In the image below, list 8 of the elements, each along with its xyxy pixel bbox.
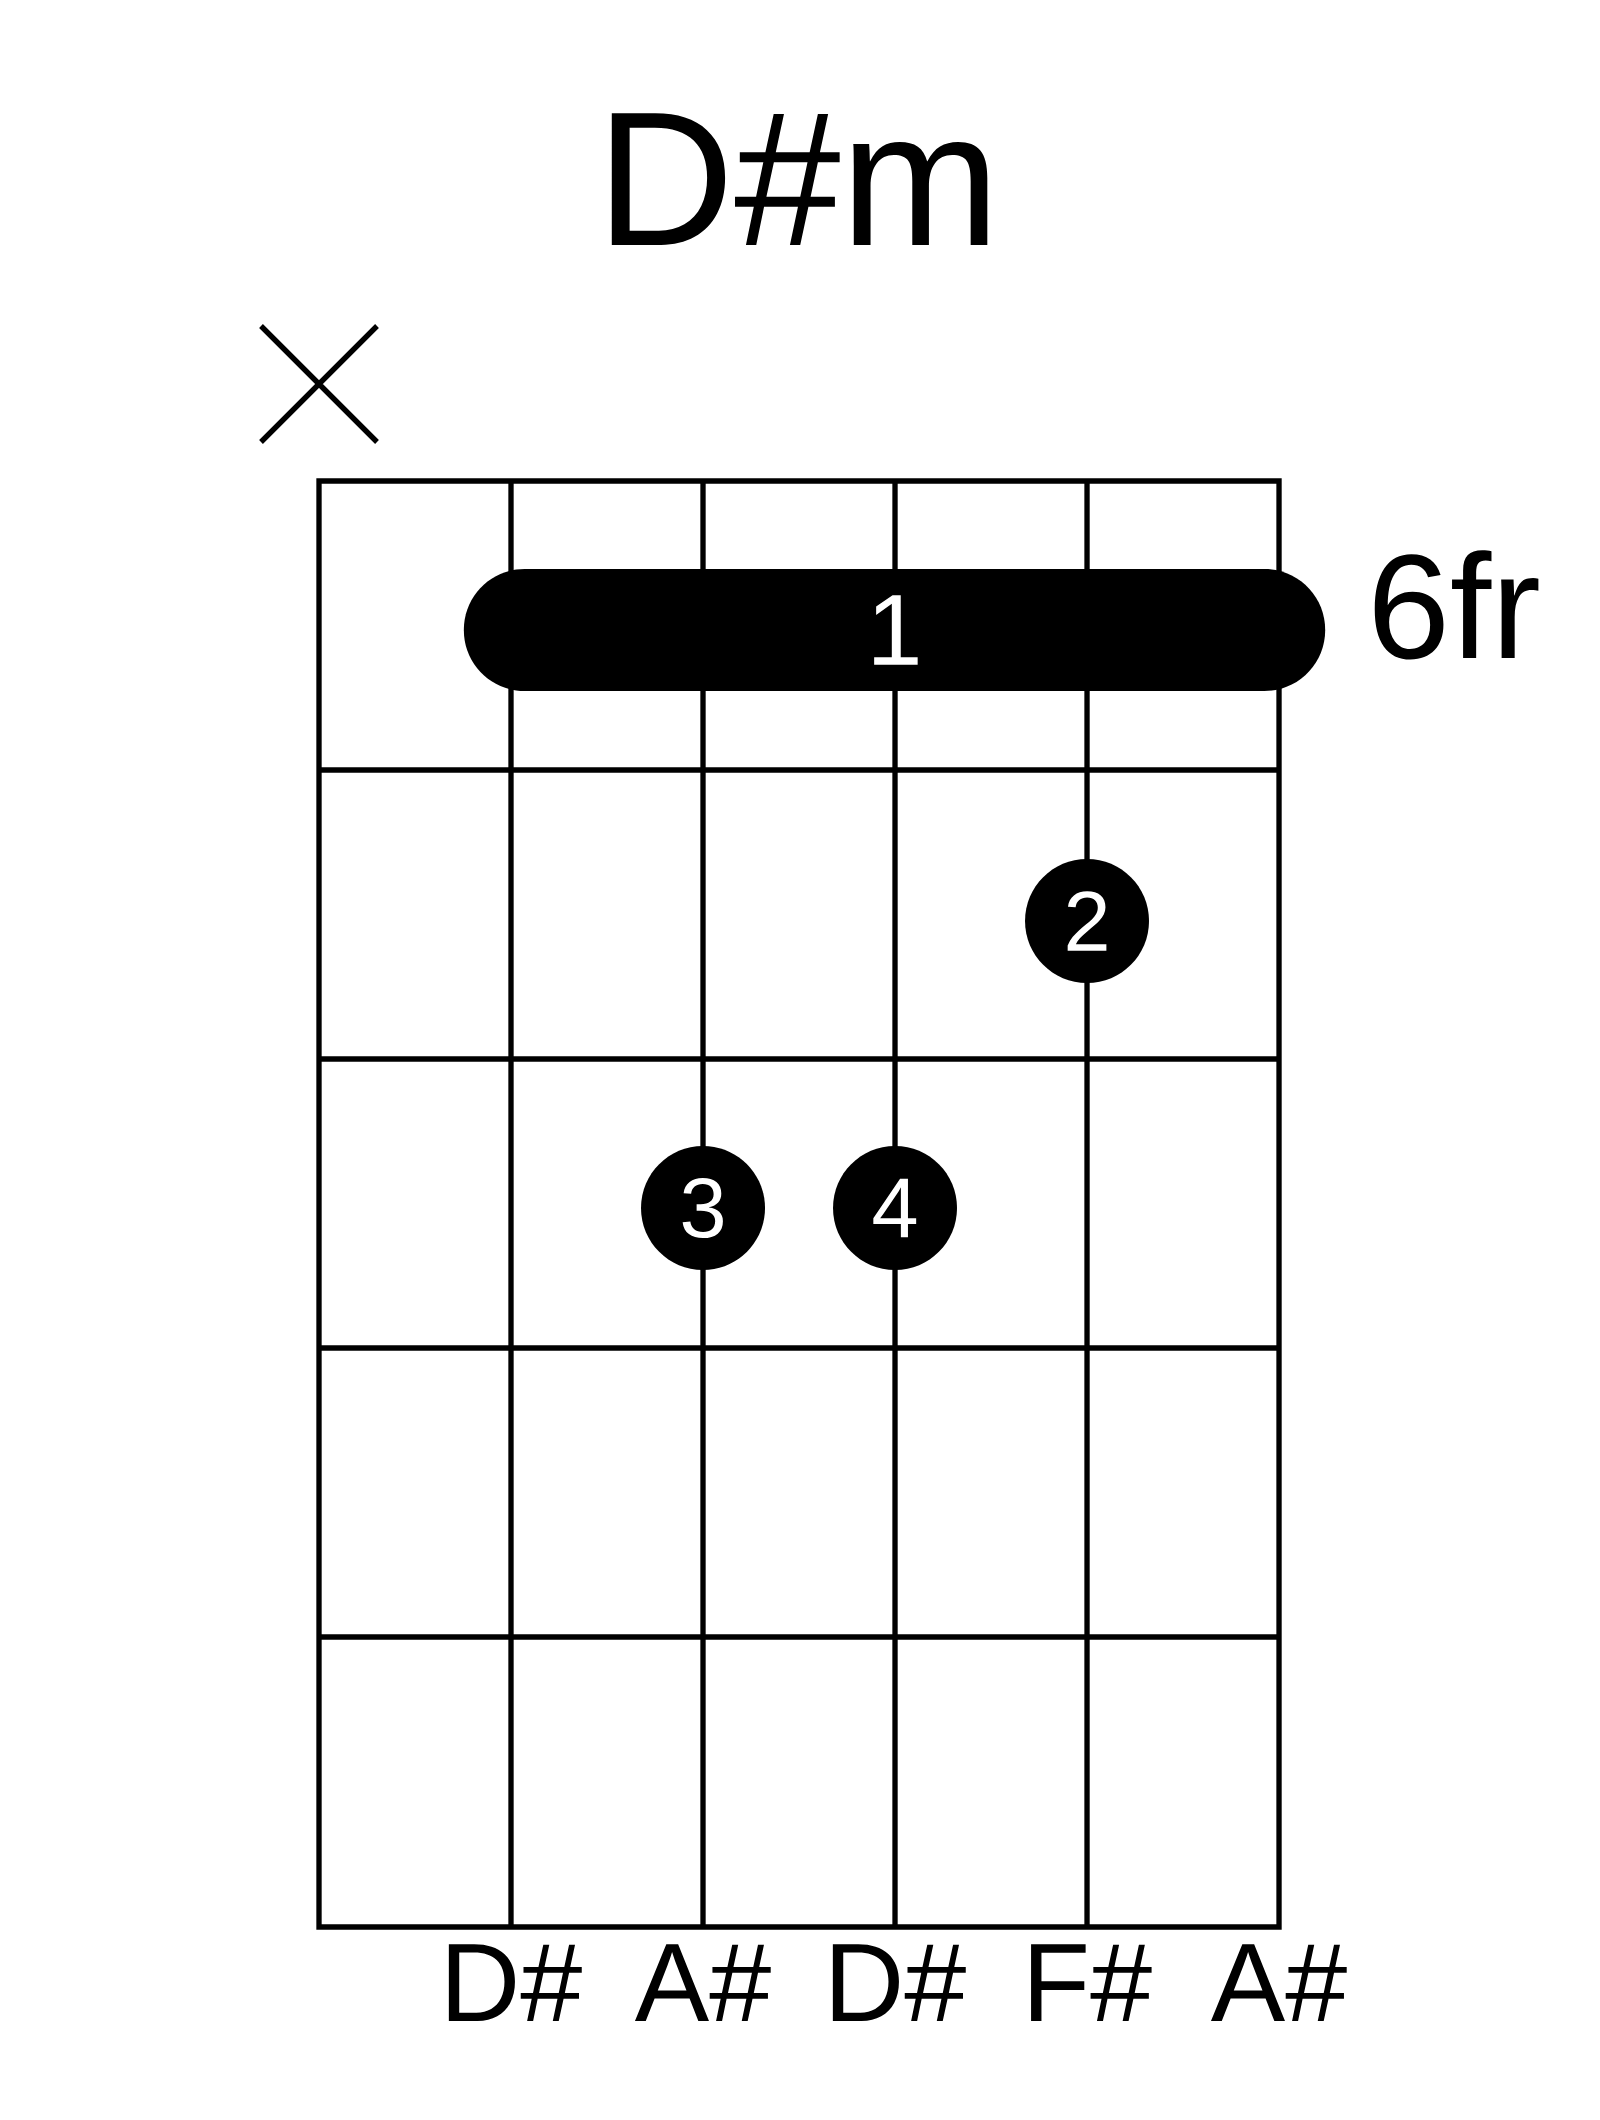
barre-bar: 1 bbox=[463, 569, 1326, 691]
fret-number: 6fr bbox=[1374, 550, 1539, 660]
string-note: D# bbox=[832, 1944, 966, 2021]
string-note: F# bbox=[1031, 1944, 1152, 2021]
string-note: A# bbox=[1211, 1944, 1347, 2021]
chord-title: D#m bbox=[611, 113, 988, 245]
string-note: A# bbox=[635, 1944, 771, 2021]
string-note: D# bbox=[448, 1944, 582, 2021]
